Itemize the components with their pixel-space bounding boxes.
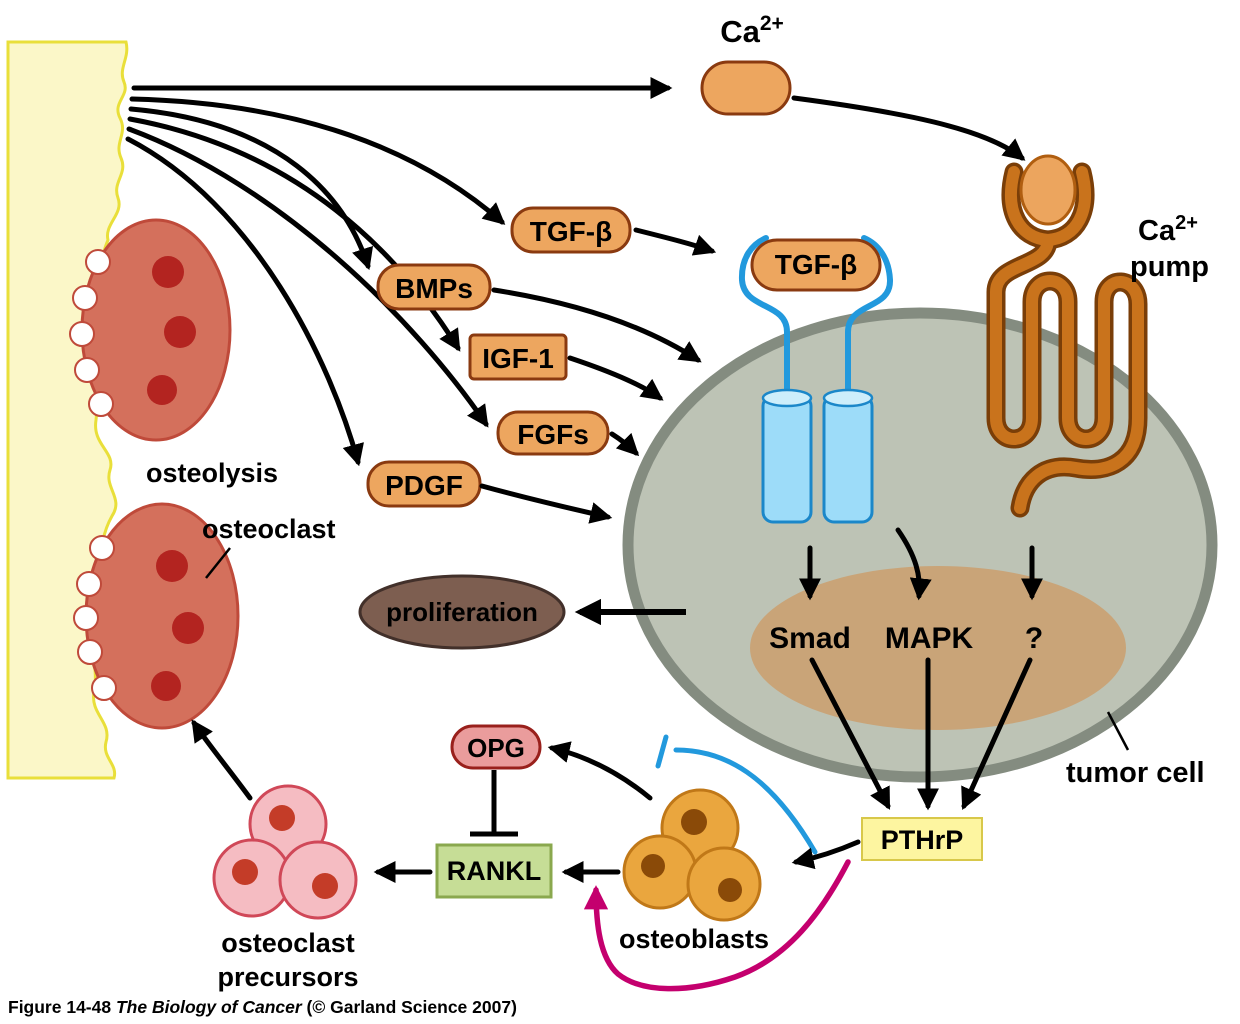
factor-labels: TGF-β BMPs IGF-1 FGFs PDGF — [366, 206, 632, 508]
arrow-tgfb-to-receptor — [633, 227, 717, 256]
caption-publisher: (© Garland Science 2007) — [302, 997, 517, 1017]
tgfb-ligand-label: TGF-β — [775, 249, 857, 280]
pthrp-label: PTHrP — [881, 825, 964, 855]
osteoclast-pointer-line — [205, 547, 231, 579]
arrow-receptor-to-mapk — [895, 527, 932, 601]
pthrp-box — [861, 817, 983, 861]
arrow-fgfs-to-cell — [609, 431, 640, 457]
tgfb-pill — [510, 206, 632, 254]
arrow-unknown-to-pthrp — [961, 657, 1033, 811]
igf1-box — [468, 333, 568, 381]
ca-pump-serpentine — [990, 234, 1144, 514]
arrow-bone-to-pdgf — [125, 136, 364, 467]
tgfb-receptor-left-cylinder — [761, 394, 813, 524]
arrow-bone-to-tgfb — [129, 96, 506, 225]
fgfs-pill — [496, 410, 610, 456]
arrow-igf1-to-cell — [567, 355, 664, 401]
opg-pill — [450, 724, 542, 770]
proliferation-ellipse — [358, 574, 566, 650]
figure-caption: Figure 14-48 The Biology of Cancer (© Ga… — [8, 997, 517, 1017]
arrow-pthrp-to-osteoblasts — [791, 839, 861, 870]
ca-pump-label-line1: Ca2+ — [1138, 212, 1198, 247]
arrow-bone-to-fgfs — [126, 126, 489, 428]
arrow-bone-to-bmps — [128, 106, 374, 271]
precursor-nuclei — [232, 805, 338, 899]
receptor-right-cap — [822, 388, 874, 408]
tgfb-ligand-pill — [750, 238, 882, 292]
ca-pump-text: Ca — [1138, 215, 1176, 247]
fgfs-label: FGFs — [517, 419, 589, 450]
unknown-pathway-label: ? — [1025, 622, 1043, 655]
bmps-label: BMPs — [395, 273, 473, 304]
blue-inhibition-tbar — [655, 734, 669, 769]
ca-pump-label-line2: pump — [1130, 251, 1209, 283]
pdgf-pill — [366, 460, 482, 508]
osteoclast-upper — [69, 218, 232, 442]
osteoblasts-label: osteoblasts — [619, 924, 769, 954]
magenta-feedback-arrow — [583, 859, 851, 992]
tgfb-receptor-right-cylinder — [822, 394, 874, 524]
ca-ion-label: Ca2+ — [720, 12, 784, 49]
blue-inhibition-line — [673, 747, 818, 855]
osteoclast-nuclei — [147, 256, 196, 405]
ruffled-border — [69, 249, 114, 417]
ca-pump-ion — [1019, 154, 1077, 226]
tumor-cell-label: tumor cell — [1066, 757, 1205, 789]
remodeling-arrows — [191, 719, 861, 884]
osteoclast-lower — [73, 502, 240, 730]
arrow-smad-to-pthrp — [809, 657, 891, 810]
smad-label: Smad — [769, 622, 851, 655]
rankl-box — [435, 843, 553, 899]
ca-superscript: 2+ — [760, 12, 784, 35]
tgfb-label: TGF-β — [530, 216, 612, 247]
proliferation-label: proliferation — [386, 597, 538, 627]
tgfb-receptor-complex: TGF-β — [738, 235, 894, 524]
signaling-arrows — [798, 527, 1044, 811]
ca-pump — [986, 162, 1148, 518]
mapk-label: MAPK — [885, 622, 974, 655]
arrow-osteoblasts-to-opg — [547, 741, 653, 801]
receptor-arms — [738, 235, 894, 403]
precursors-label-line2: precursors — [217, 962, 358, 992]
opg-label: OPG — [467, 733, 525, 763]
factor-to-cell-arrows — [479, 95, 1026, 524]
osteoclast-precursors-cluster — [212, 784, 358, 920]
bmps-pill — [376, 263, 492, 311]
arrow-ca-to-pump — [791, 95, 1026, 161]
osteolysis-label: osteolysis — [146, 458, 278, 488]
osteoblast-nuclei — [641, 809, 742, 902]
arrow-bmps-to-cell — [491, 287, 702, 363]
ca-ion-pill — [700, 60, 792, 116]
ruffled-border — [73, 535, 117, 701]
osteoclast-label: osteoclast — [202, 514, 336, 544]
caption-book-title: The Biology of Cancer — [116, 997, 303, 1017]
receptor-arm-left — [738, 235, 790, 403]
osteoblasts-cluster — [622, 788, 762, 922]
ca-text: Ca — [720, 14, 760, 49]
receptor-arm-right — [845, 235, 894, 403]
pdgf-label: PDGF — [385, 470, 463, 501]
receptor-left-cap — [761, 388, 813, 408]
caption-figure-number: Figure 14-48 — [8, 997, 116, 1017]
ca-pump-superscript: 2+ — [1175, 212, 1198, 234]
precursors-label-line1: osteoclast — [221, 928, 355, 958]
tumor-cell-pointer-line — [1106, 711, 1130, 751]
osteoclast-nuclei — [151, 550, 204, 701]
igf1-label: IGF-1 — [482, 343, 554, 374]
tumor-cell-nucleus — [750, 566, 1126, 730]
arrow-precursors-to-osteoclast — [191, 719, 253, 801]
arrow-pdgf-to-cell — [479, 483, 613, 524]
rankl-label: RANKL — [447, 856, 542, 886]
